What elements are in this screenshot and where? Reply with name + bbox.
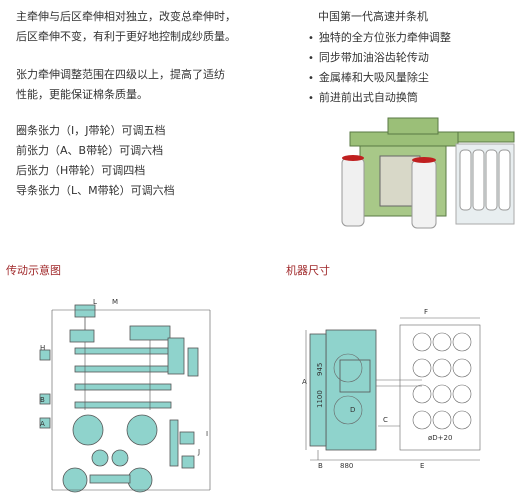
desc-line-3: 张力牵伸调整范围在四级以上，提高了适纺 [16,68,225,81]
diagram-label-A: A [40,420,45,428]
dim-label-A: A [302,378,307,386]
tension-spec-1: 圈条张力（I，J带轮）可调五档 [16,124,166,137]
diagram-label-B: B [40,396,45,404]
diagram-label-L: L [93,298,97,306]
diagram-label-M: M [112,298,118,306]
feature-item-4: 前进前出式自动换筒 [308,91,418,106]
tension-spec-4: 导条张力（L、M带轮）可调六档 [16,184,175,197]
dim-label-945: 945 [316,363,324,376]
section-title-dimensions: 机器尺寸 [286,264,330,277]
machine-photo [340,110,520,235]
feature-heading: 中国第一代高速并条机 [318,10,428,23]
tension-spec-3: 后张力（H带轮）可调四档 [16,164,146,177]
dim-label-B: B [318,462,323,470]
dim-label-d20: øD+20 [428,434,452,442]
tension-spec-2: 前张力（A、B带轮）可调六档 [16,144,164,157]
desc-line-2: 后区牵伸不变，有利于更好地控制成纱质量。 [16,30,236,43]
diagram-label-I: I [206,430,208,438]
feature-item-1: 独特的全方位张力牵伸调整 [308,31,451,46]
diagram-label-H: H [40,344,45,352]
dim-label-1100: 1100 [316,390,324,408]
dim-label-880: 880 [340,462,353,470]
dim-label-C: C [383,416,388,424]
dim-label-D: D [350,406,355,414]
dim-label-F: F [424,308,428,316]
desc-line-4: 性能，更能保证棉条质量。 [16,88,148,101]
diagram-label-J: J [197,448,200,456]
transmission-diagram: L M H B A I J [39,298,211,493]
feature-item-2: 同步带加油浴齿轮传动 [308,51,429,66]
desc-line-1: 主牵伸与后区牵伸相对独立，改变总牵伸时， [16,10,236,23]
dim-label-E: E [420,462,424,470]
section-title-transmission: 传动示意图 [6,264,61,277]
dimension-drawing: A 945 1100 D B 880 E C F øD+20 [302,308,481,470]
feature-item-3: 金属棒和大吸风量除尘 [308,71,429,86]
